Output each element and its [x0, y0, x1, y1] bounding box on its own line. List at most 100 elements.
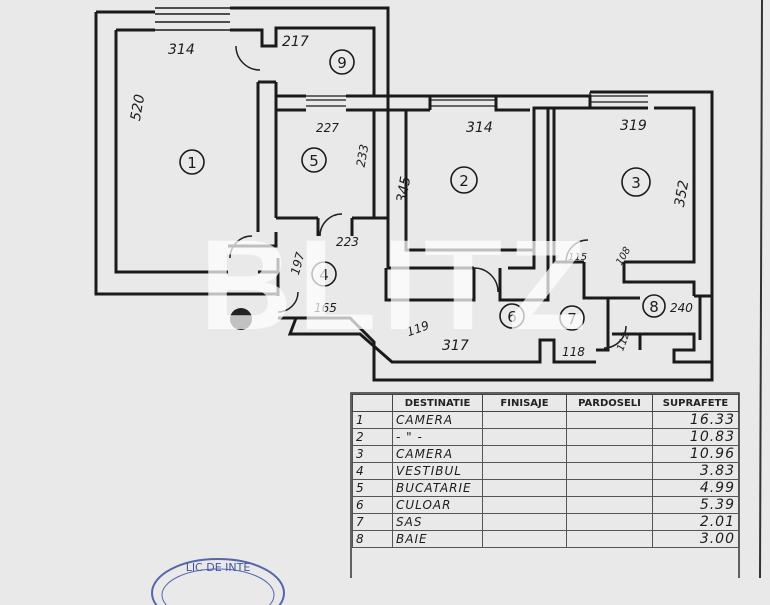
table-row: 2 - " - 10.83 — [352, 428, 739, 446]
room-4-marker — [311, 261, 337, 287]
table-row: 5 BUCATARIE 4.99 — [352, 479, 739, 497]
header-finisaje: FINISAJE — [482, 394, 567, 412]
room-4-width: 197 — [288, 250, 308, 276]
room-8-marker — [642, 294, 666, 318]
room-7-marker — [559, 305, 585, 331]
room-6-width: 317 — [442, 338, 469, 354]
row-index: 8 — [352, 530, 393, 548]
row-index: 5 — [352, 479, 393, 497]
wall-outlines — [94, 6, 714, 382]
row-index: 6 — [352, 496, 393, 514]
row-area: 3.00 — [652, 530, 739, 548]
table-row: 3 CAMERA 10.96 — [352, 445, 739, 463]
table-row: 6 CULOAR 5.39 — [352, 496, 739, 514]
row-flooring — [566, 411, 653, 429]
header-index — [352, 394, 393, 412]
room-6-marker — [499, 303, 525, 329]
room-2-depth: 345 — [394, 175, 414, 204]
row-destination: - " - — [392, 428, 483, 446]
row-finish — [482, 496, 567, 514]
room-1-width: 314 — [168, 42, 195, 58]
room-3-number: 3 — [631, 174, 641, 192]
row-index: 1 — [352, 411, 393, 429]
room-9-width: 217 — [282, 34, 309, 50]
row-area: 10.96 — [652, 445, 739, 463]
row-flooring — [566, 530, 653, 548]
row-finish — [482, 445, 567, 463]
room-8-depth: 108 — [614, 245, 633, 267]
room-1-number: 1 — [187, 154, 197, 172]
room-1-marker — [179, 149, 205, 175]
row-destination: VESTIBUL — [392, 462, 483, 480]
table-row: 4 VESTIBUL 3.83 — [352, 462, 739, 480]
room-6-depth: 119 — [405, 318, 431, 339]
room-9-number: 9 — [337, 54, 347, 72]
header-pardoseli: PARDOSELI — [566, 394, 653, 412]
row-destination: CULOAR — [392, 496, 483, 514]
legend-table-border — [350, 392, 740, 578]
table-row: 1 CAMERA 16.33 — [352, 411, 739, 429]
door-swings — [229, 45, 627, 349]
room-8-width: 240 — [670, 301, 693, 315]
room-1-depth: 520 — [128, 93, 148, 122]
row-area: 3.83 — [652, 462, 739, 480]
room-5-number: 5 — [309, 152, 319, 170]
row-finish — [482, 411, 567, 429]
entrance-dot — [230, 308, 252, 330]
room-2-marker — [450, 166, 478, 194]
row-flooring — [566, 428, 653, 446]
row-finish — [482, 479, 567, 497]
room-legend-table: DESTINATIE FINISAJE PARDOSELI SUPRAFETE … — [352, 394, 739, 548]
paper-edge — [759, 0, 763, 578]
room-9-marker — [329, 49, 355, 75]
row-flooring — [566, 479, 653, 497]
room-numbers: 1 2 3 4 5 6 7 8 9 — [187, 54, 659, 328]
small-dimension: 115 — [568, 252, 587, 263]
room-5-width: 227 — [316, 121, 339, 135]
row-destination: SAS — [392, 513, 483, 531]
row-index: 2 — [352, 428, 393, 446]
row-flooring — [566, 513, 653, 531]
row-destination: CAMERA — [392, 445, 483, 463]
row-finish — [482, 462, 567, 480]
row-destination: BAIE — [392, 530, 483, 548]
room-3-marker — [621, 167, 651, 197]
row-area: 16.33 — [652, 411, 739, 429]
room-2-number: 2 — [459, 172, 469, 190]
room-4-extra: 165 — [314, 301, 337, 315]
floor-plan-drawing: 1 2 3 4 5 6 7 8 9 314 520 217 227 233 31… — [94, 0, 763, 578]
row-flooring — [566, 462, 653, 480]
header-destinatie: DESTINATIE — [392, 394, 483, 412]
header-suprafete: SUPRAFETE — [652, 394, 739, 412]
table-row: 8 BAIE 3.00 — [352, 530, 739, 548]
row-area: 4.99 — [652, 479, 739, 497]
room-5-depth: 233 — [354, 143, 372, 168]
room-6-number: 6 — [507, 308, 517, 326]
room-7-width: 118 — [562, 345, 585, 359]
row-finish — [482, 428, 567, 446]
row-area: 5.39 — [652, 496, 739, 514]
row-area: 2.01 — [652, 513, 739, 531]
row-destination: CAMERA — [392, 411, 483, 429]
room-number-markers — [179, 49, 666, 331]
row-finish — [482, 513, 567, 531]
row-flooring — [566, 496, 653, 514]
row-index: 4 — [352, 462, 393, 480]
room-3-depth: 352 — [672, 179, 692, 208]
row-destination: BUCATARIE — [392, 479, 483, 497]
row-index: 3 — [352, 445, 393, 463]
room-5-marker — [301, 147, 327, 173]
table-row: 7 SAS 2.01 — [352, 513, 739, 531]
room-4-depth: 223 — [336, 235, 359, 249]
room-7-number: 7 — [567, 310, 577, 328]
room-8-number: 8 — [649, 298, 659, 316]
row-area: 10.83 — [652, 428, 739, 446]
table-header-row: DESTINATIE FINISAJE PARDOSELI SUPRAFETE — [352, 394, 739, 412]
room-3-width: 319 — [620, 118, 647, 134]
row-index: 7 — [352, 513, 393, 531]
room-4-number: 4 — [319, 266, 329, 284]
room-2-width: 314 — [466, 120, 493, 136]
row-finish — [482, 530, 567, 548]
dimension-labels: 314 520 217 227 233 314 345 319 352 197 … — [128, 34, 693, 359]
row-flooring — [566, 445, 653, 463]
